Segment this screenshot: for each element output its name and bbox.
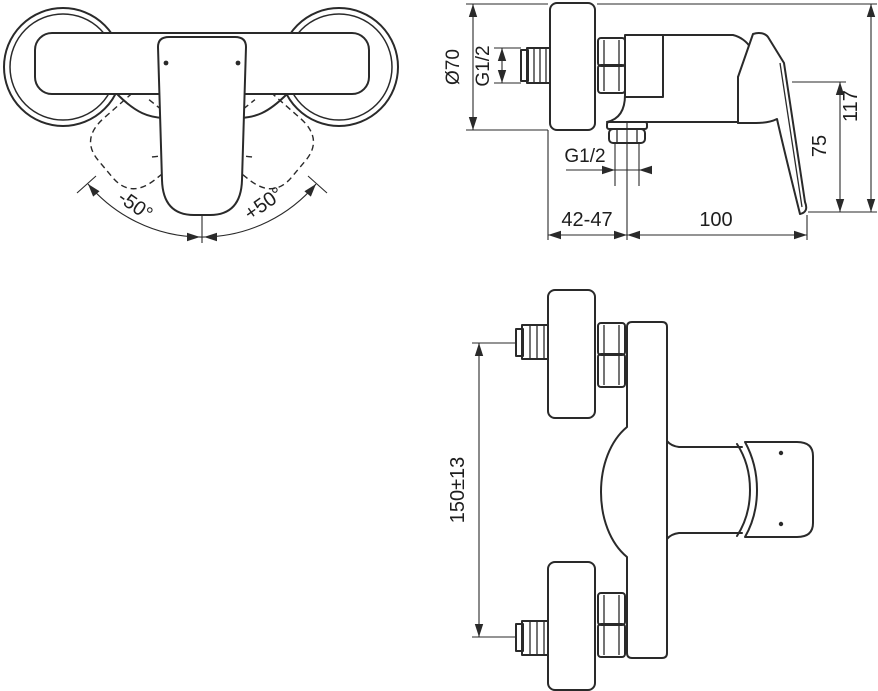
- center-position-marker: [187, 216, 217, 243]
- handle-plan-dot-top: [778, 450, 784, 456]
- dim-inlet-spacing: 150±13: [447, 342, 516, 638]
- handle-dot-left: [163, 60, 169, 66]
- hex-nuts-side: [597, 37, 626, 94]
- mixer-body-plan: [600, 321, 668, 659]
- dim-100: 100: [627, 209, 807, 240]
- dim-label-42-47: 42-47: [561, 209, 612, 231]
- escutcheon-top-plan: [547, 289, 596, 419]
- dim-height-75: 75: [792, 81, 846, 212]
- handle-plan-dot-bottom: [778, 521, 784, 527]
- dim-outlet-thread: G1/2: [564, 144, 652, 186]
- dim-diameter-70: Ø70: [443, 3, 548, 131]
- dim-label-75: 75: [809, 135, 831, 157]
- dim-42-47: 42-47: [547, 122, 877, 240]
- side-view: Ø70 G1/2: [443, 2, 877, 240]
- handle-side: [737, 32, 808, 215]
- front-view: -50° +50°: [3, 7, 399, 243]
- handle-plan: [666, 440, 814, 540]
- hex-nuts-bottom-plan: [597, 592, 626, 658]
- dim-height-117: 117: [597, 3, 877, 212]
- dim-label-inlet-thread: G1/2: [473, 45, 494, 86]
- inlet-stub-bottom-plan: [515, 620, 549, 656]
- handle-front: [157, 36, 247, 216]
- escutcheon-side: [549, 2, 596, 131]
- inlet-stub-side: [520, 47, 551, 84]
- hex-nuts-top-plan: [597, 322, 626, 388]
- dim-label-100: 100: [699, 209, 732, 231]
- inlet-stub-top-plan: [515, 324, 549, 360]
- escutcheon-bottom-plan: [547, 561, 596, 691]
- dim-label-outlet-thread: G1/2: [564, 146, 605, 167]
- plan-view: 150±13: [447, 289, 814, 691]
- dim-inlet-thread: G1/2: [473, 45, 521, 87]
- dim-label-diameter-70: Ø70: [443, 49, 464, 85]
- dim-label-117: 117: [840, 90, 862, 122]
- rotation-angle-plus-label: +50°: [241, 183, 288, 225]
- dim-label-150: 150±13: [447, 457, 469, 524]
- handle-dot-right: [235, 60, 241, 66]
- rotation-angle-minus-label: -50°: [114, 186, 157, 225]
- body-shoulder-left: [116, 93, 164, 119]
- mixer-body-side: [606, 34, 751, 124]
